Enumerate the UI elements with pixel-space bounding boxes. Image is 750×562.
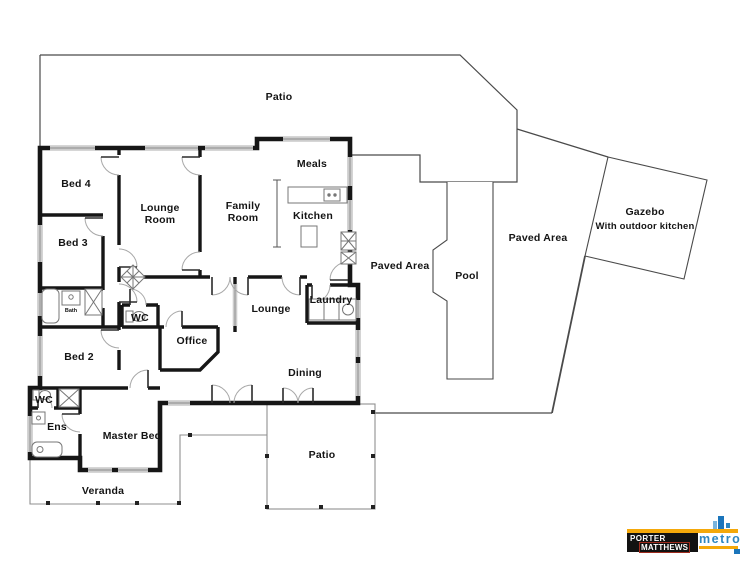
gazebo-outline	[584, 156, 708, 280]
fixtures	[31, 179, 357, 458]
boundary-right-diagonal	[551, 255, 586, 414]
logo-name-box: PORTER MATTHEWS	[627, 533, 698, 553]
label-gazebo-1: Gazebo	[625, 206, 664, 218]
kitchen-island	[300, 225, 318, 248]
label-pool: Pool	[455, 270, 479, 282]
logo-matthews-text: MATTHEWS	[639, 542, 691, 553]
label-lounge-room-2: Room	[145, 214, 176, 226]
label-family-room-2: Room	[228, 212, 259, 224]
boundary-top	[40, 54, 518, 183]
label-meals: Meals	[297, 158, 327, 170]
label-veranda: Veranda	[82, 485, 124, 497]
label-lounge-room-1: Lounge	[140, 202, 179, 214]
veranda-posts	[46, 410, 375, 509]
label-laundry: Laundry	[310, 294, 353, 306]
logo-skyline-icon	[726, 523, 730, 528]
label-gazebo-2: With outdoor kitchen	[596, 221, 695, 232]
label-family-room-1: Family	[226, 200, 260, 212]
label-paved-right: Paved Area	[509, 232, 568, 244]
logo-yellow-bar	[627, 529, 738, 533]
label-dining: Dining	[288, 367, 322, 379]
ens-tub	[31, 441, 63, 458]
room-labels: Patio Meals Bed 4 Lounge Room Family Roo…	[35, 91, 694, 497]
label-master-bed: Master Bed	[103, 430, 162, 442]
label-wc-upper: WC	[131, 312, 149, 324]
logo-blue-square	[734, 549, 740, 554]
logo-skyline-icon	[713, 521, 717, 529]
label-wc-lower: WC	[35, 394, 53, 406]
label-office: Office	[177, 335, 208, 347]
pool-outline	[432, 182, 494, 380]
label-patio-top: Patio	[266, 91, 293, 103]
bathtub	[41, 288, 60, 324]
logo-yellow-underbar	[699, 546, 738, 549]
logo-porter-text: PORTER	[630, 534, 666, 543]
laundry-bench	[308, 298, 357, 321]
logo-metro-text: metro	[699, 532, 742, 546]
label-kitchen: Kitchen	[293, 210, 333, 222]
label-bed4: Bed 4	[61, 178, 91, 190]
label-bed2: Bed 2	[64, 351, 94, 363]
porter-matthews-metro-logo: PORTER MATTHEWS metro	[627, 514, 741, 556]
label-paved-left: Paved Area	[371, 260, 430, 272]
room-divider-mark	[273, 179, 281, 248]
windows	[27, 136, 361, 473]
label-bed3: Bed 3	[58, 237, 88, 249]
kitchen-sink	[323, 188, 341, 202]
boundary-to-gazebo	[516, 128, 609, 158]
label-ens: Ens	[47, 421, 67, 433]
property-boundary	[39, 54, 609, 414]
label-patio-bottom: Patio	[309, 449, 336, 461]
logo-skyline-icon	[718, 516, 724, 529]
laundry-tub	[342, 303, 354, 316]
label-lounge: Lounge	[251, 303, 290, 315]
label-bath: Bath	[65, 308, 78, 314]
